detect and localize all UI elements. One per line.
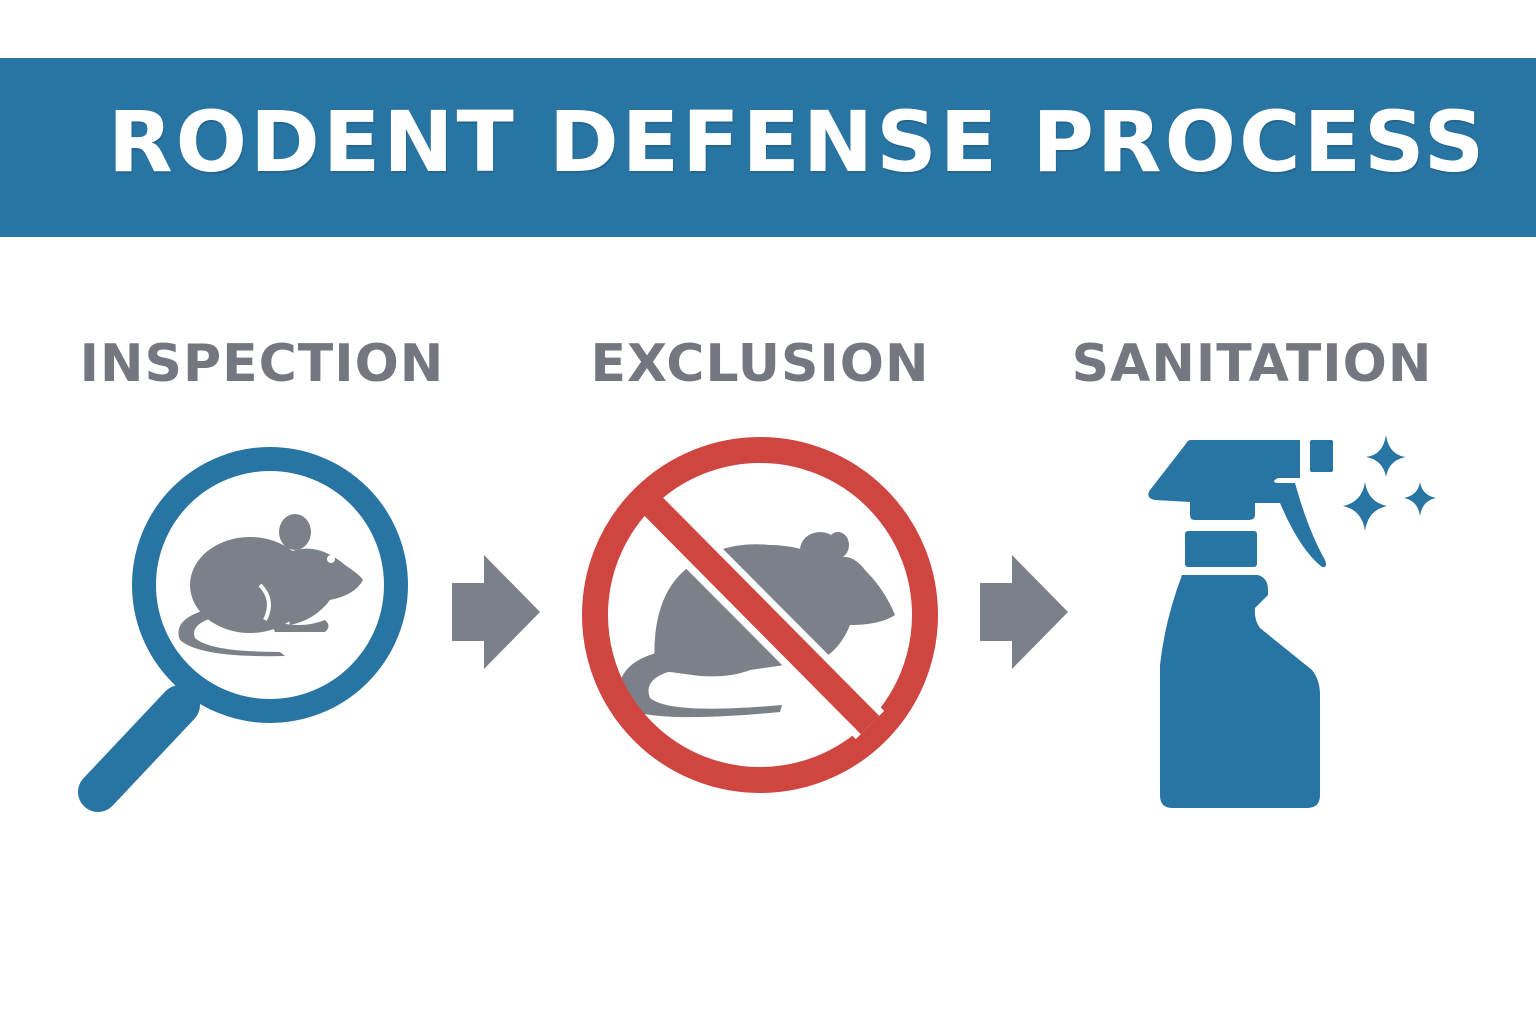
arrow-right-icon: [452, 555, 540, 669]
arrow-right-icon: [980, 555, 1068, 669]
page-title: RODENT DEFENSE PROCESS: [108, 93, 1488, 191]
title-banner: [0, 58, 1536, 237]
magnifier-rodent-icon: [78, 447, 408, 812]
no-rodent-icon: [582, 437, 938, 793]
sparkles-icon: [1343, 435, 1436, 531]
step-label-exclusion: EXCLUSION: [590, 334, 930, 394]
mouse-silhouette: [178, 514, 363, 657]
spray-bottle-icon: [1148, 435, 1436, 808]
step-label-sanitation: SANITATION: [1071, 334, 1433, 394]
step-label-inspection: INSPECTION: [79, 334, 445, 394]
